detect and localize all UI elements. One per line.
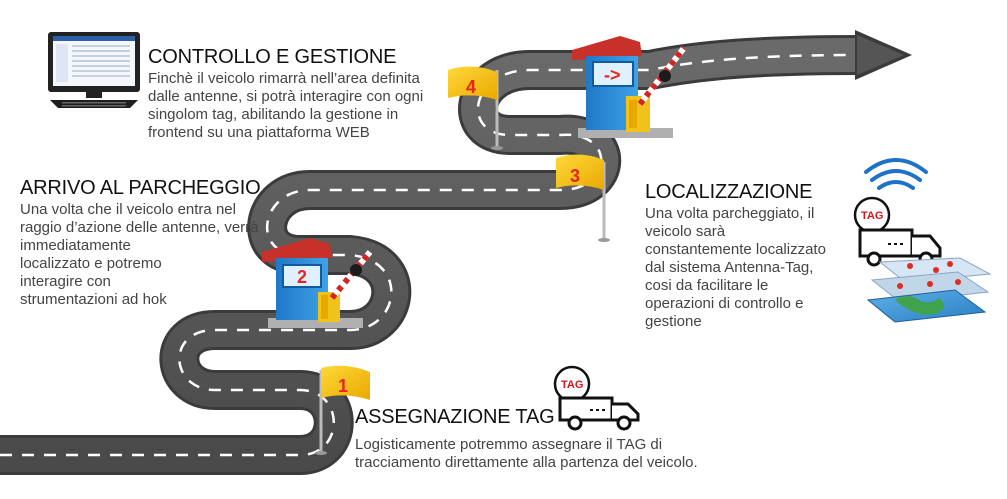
step-4-description: Finchè il veicolo rimarrà nell’area defi… [148,70,448,142]
description-line: frontend su una piattaforma WEB [148,124,370,141]
flag-number-1: 1 [338,376,348,396]
winding-road [0,30,912,475]
booth-roof [262,238,332,262]
description-line: constantemente localizzato [645,241,826,258]
description-line: operazioni di controllo e [645,295,804,312]
step-1-title: ASSEGNAZIONE TAG [355,406,555,428]
step-2-text: ARRIVO AL PARCHEGGIO Una volta che il ve… [20,177,280,309]
booth-number-2: 2 [297,267,307,287]
toll-booth-step-2: 2 [262,238,373,328]
step-1-description: Logisticamente potremmo assegnare il TAG… [355,436,755,472]
truck-tag-icon-step-1: TAG [553,365,640,431]
tag-label: TAG [561,379,583,391]
description-line: strumentazioni ad hok [20,291,167,308]
flag-number-3: 3 [570,166,580,186]
description-line: Logisticamente potremmo assegnare il TAG… [355,436,663,453]
step-2-description: Una volta che il veicolo entra nel raggi… [20,201,280,309]
description-line: interagire con [20,273,111,290]
step-3-text: LOCALIZZAZIONE Una volta parcheggiato, i… [645,181,845,331]
description-line: cosi da facilitare le [645,277,769,294]
step-3-description: Una volta parcheggiato, il veicolo sarà … [645,205,845,331]
description-line: localizzato e potremo [20,255,162,272]
description-line: veicolo sarà [645,223,726,240]
description-line: immediatamente [20,237,131,254]
barrier-arm [637,46,687,106]
step-1-text: ASSEGNAZIONE TAG Logisticamente potremmo… [355,406,755,472]
description-line: dalle antenne, si potrà interagire con o… [148,88,424,105]
flag-step-1: 1 [315,365,370,455]
localization-truck-map-icon: TAG [853,158,992,323]
toll-booth-step-4: -> [572,36,687,138]
description-line: Una volta che il veicolo entra nel [20,201,236,218]
tag-label: TAG [861,210,883,222]
description-line: Una volta parcheggiato, il [645,205,815,222]
barrier-arm [329,250,373,300]
step-3-title: LOCALIZZAZIONE [645,181,813,203]
wifi-signal-icon [864,158,928,190]
description-line: gestione [645,313,702,330]
description-line: singolom tag, abilitando la gestione in [148,106,399,123]
description-line: tracciamento direttamente alla partenza … [355,454,698,471]
step-4-title: CONTROLLO E GESTIONE [148,46,397,68]
description-line: raggio d’azione delle antenne, verrà [20,219,259,236]
flag-step-3: 3 [556,154,610,242]
description-line: Finchè il veicolo rimarrà nell’area defi… [148,70,420,87]
booth-arrow-label: -> [604,65,621,85]
flag-step-4: 4 [448,66,503,150]
flag-number-4: 4 [466,77,476,97]
step-2-title: ARRIVO AL PARCHEGGIO [20,177,261,199]
step-4-text: CONTROLLO E GESTIONE Finchè il veicolo r… [148,46,448,142]
computer-monitor-icon [48,32,140,108]
description-line: dal sistema Antenna-Tag, [645,259,814,276]
